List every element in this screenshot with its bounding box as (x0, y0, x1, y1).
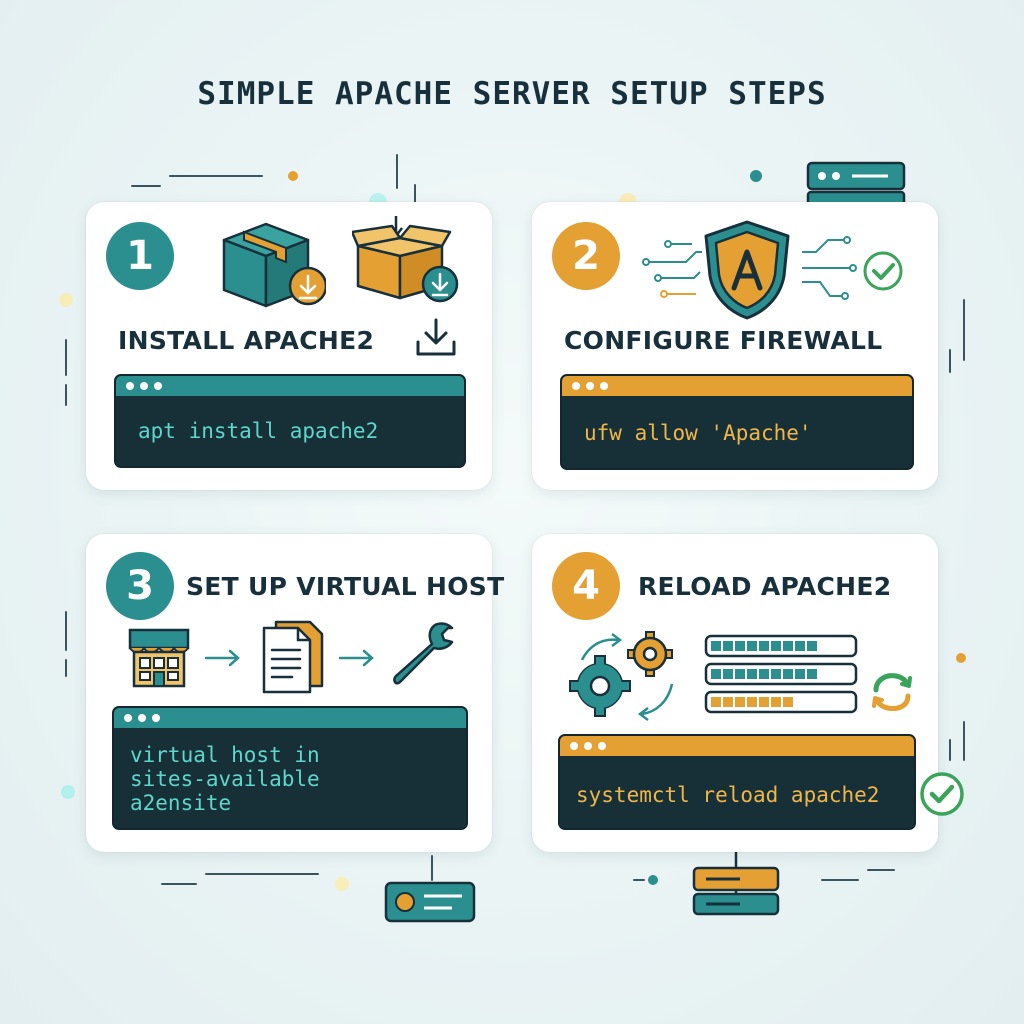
terminal-window: virtual host in sites-available a2ensite (112, 706, 468, 830)
progress-bar-segment (795, 669, 805, 679)
progress-bar-segment (807, 669, 817, 679)
step-heading: SET UP VIRTUAL HOST (186, 572, 505, 601)
check-circle-icon (920, 772, 964, 816)
step-number-badge: 1 (106, 222, 174, 290)
terminal-command-line: a2ensite (130, 791, 232, 815)
refresh-icon (872, 673, 912, 711)
circuit-lines-icon (642, 236, 857, 300)
gears-icon (569, 631, 674, 721)
step-heading: CONFIGURE FIREWALL (564, 326, 883, 355)
progress-bar-segment (783, 697, 793, 707)
open-box-icon (352, 216, 459, 303)
step-number-badge: 2 (552, 222, 620, 290)
progress-bar-segment (711, 697, 721, 707)
progress-bar-segment (711, 641, 721, 651)
progress-bar-segment (759, 697, 769, 707)
step-card-4: 4 RELOAD APACHE2 (532, 534, 964, 852)
progress-bar-segment (771, 669, 781, 679)
progress-bar-segment (807, 641, 817, 651)
terminal-command: apt install apache2 (138, 419, 379, 443)
progress-bar-segment (783, 669, 793, 679)
progress-bar-segment (711, 669, 721, 679)
document-icon (262, 620, 324, 694)
progress-bar-segment (759, 641, 769, 651)
progress-bar-segment (783, 641, 793, 651)
step-card-1: 1 INSTALL APACHE2 apt install apache2 (86, 202, 492, 490)
progress-bar-segment (723, 669, 733, 679)
server-icon (806, 161, 906, 208)
progress-bar-segment (735, 669, 745, 679)
progress-bar-segment (747, 697, 757, 707)
progress-bar-segment (735, 641, 745, 651)
arrow-right-icon (338, 649, 374, 667)
step-number-badge: 4 (552, 552, 620, 620)
storefront-icon (128, 628, 190, 688)
terminal-window: systemctl reload apache2 (558, 734, 916, 830)
terminal-title-bar (116, 376, 464, 396)
terminal-window: ufw allow 'Apache' (560, 374, 914, 470)
terminal-command: ufw allow 'Apache' (584, 421, 812, 445)
page-title: SIMPLE APACHE SERVER SETUP STEPS (197, 76, 827, 112)
shield-icon (704, 220, 790, 320)
progress-bar-segment (771, 697, 781, 707)
server-stack-icon (692, 850, 780, 916)
progress-bar-segment (723, 697, 733, 707)
wrench-icon (393, 622, 454, 685)
terminal-command: systemctl reload apache2 (576, 783, 880, 807)
step-card-2: 2 CONFIGURE FIREWALL ufw allow 'Apache' (532, 202, 938, 490)
step-heading: INSTALL APACHE2 (118, 326, 375, 355)
terminal-title-bar (114, 708, 466, 728)
step-heading: RELOAD APACHE2 (638, 572, 892, 601)
progress-bar-segment (735, 697, 745, 707)
check-circle-icon (863, 251, 903, 291)
package-box-icon (222, 222, 326, 308)
terminal-title-bar (560, 736, 914, 756)
progress-bar-segment (747, 641, 757, 651)
progress-bar-segment (795, 641, 805, 651)
terminal-command-line: sites-available (130, 767, 320, 791)
progress-bar-segment (771, 641, 781, 651)
terminal-window: apt install apache2 (114, 374, 466, 468)
network-card-icon (384, 881, 476, 923)
terminal-command-line: virtual host in (130, 743, 320, 767)
arrow-right-icon (204, 649, 240, 667)
download-icon (416, 318, 456, 356)
progress-bars-icon (704, 634, 858, 714)
terminal-title-bar (562, 376, 912, 396)
step-number-badge: 3 (106, 552, 174, 620)
progress-bar-segment (759, 669, 769, 679)
progress-bar-segment (723, 641, 733, 651)
progress-bar-segment (747, 669, 757, 679)
step-card-3: 3 SET UP VIRTUAL HOST virtual host in si… (86, 534, 504, 852)
